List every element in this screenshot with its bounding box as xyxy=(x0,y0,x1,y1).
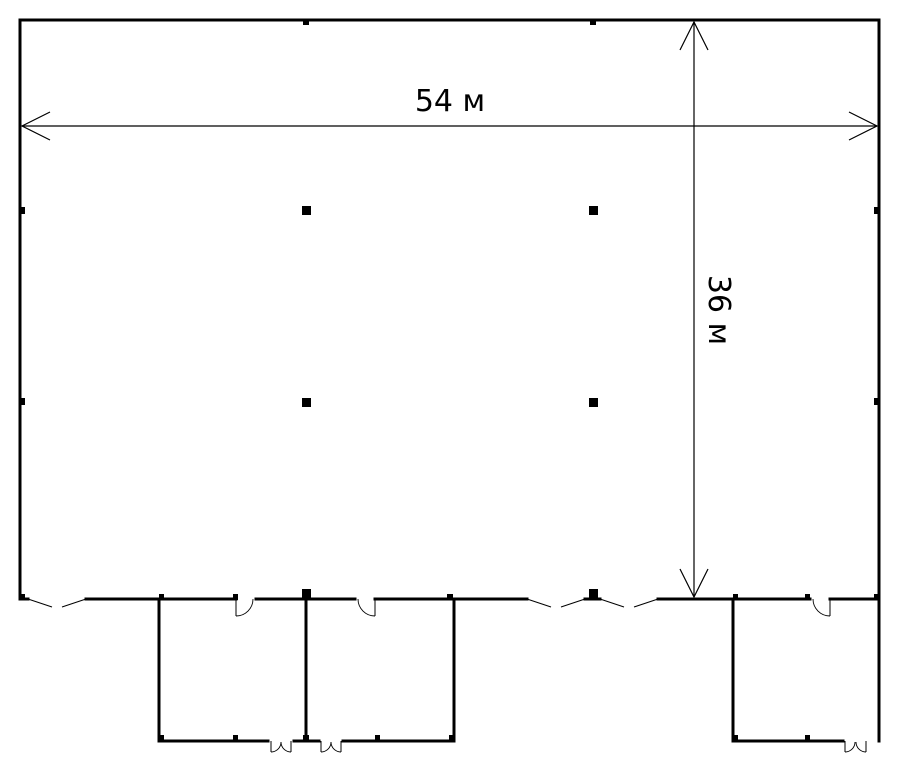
width-label: 54 м xyxy=(415,84,485,119)
arrow-up-icon xyxy=(679,20,709,51)
exterior-door-room-3 xyxy=(844,741,867,753)
height-dimension: 36 м xyxy=(679,20,736,599)
column xyxy=(589,206,598,215)
gate-3 xyxy=(599,598,659,608)
column xyxy=(302,589,311,599)
pilasters xyxy=(20,20,879,741)
arrow-left-icon xyxy=(20,111,51,141)
annex-left-walls xyxy=(157,597,456,743)
column xyxy=(302,398,311,407)
gate-2 xyxy=(526,598,586,608)
arrow-down-icon xyxy=(679,568,709,599)
annex-right-walls xyxy=(731,597,881,743)
door-room-1 xyxy=(235,598,254,617)
column xyxy=(589,589,598,599)
exterior-door-room-2 xyxy=(320,741,342,753)
columns xyxy=(302,206,598,599)
door-room-2 xyxy=(357,598,376,617)
door-room-3 xyxy=(812,598,831,617)
column xyxy=(589,398,598,407)
column xyxy=(302,206,311,215)
gate-1 xyxy=(27,598,87,608)
height-label: 36 м xyxy=(701,275,736,345)
width-dimension: 54 м xyxy=(20,84,879,141)
arrow-right-icon xyxy=(848,111,879,141)
exterior-door-room-1 xyxy=(270,741,292,753)
